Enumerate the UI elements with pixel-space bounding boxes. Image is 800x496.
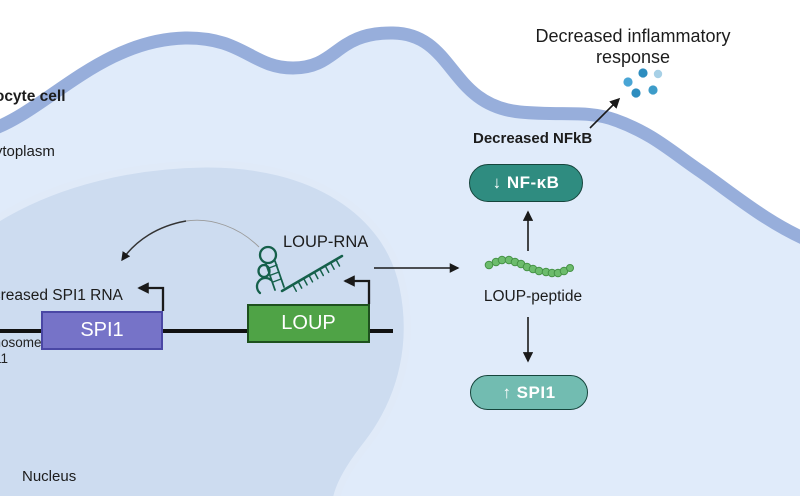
chromosome-label-line1: Chromosome: [0, 335, 42, 350]
cell-type-label: Monocyte cell: [0, 88, 66, 105]
repression-arc-faint: [185, 219, 260, 248]
cell-membrane: [0, 26, 800, 244]
loup-gene-label: LOUP: [281, 312, 336, 334]
nfkb-down-badge-label: ↓ NF-κB: [492, 173, 560, 192]
spi1-transcription-arrow: [137, 282, 165, 311]
repression-arc-arrow: [121, 220, 187, 262]
spi1-gene-label: SPI1: [80, 319, 124, 341]
decreased-nfkb-label: Decreased NFkB: [473, 130, 593, 147]
loup-rna-structure: [255, 245, 344, 295]
decreased-spi1-rna-label: Decreased SPI1 RNA: [0, 287, 123, 304]
loup-peptide-chain: [484, 255, 574, 278]
cytokine-dots: [623, 68, 663, 98]
loup-peptide-label: LOUP-peptide: [483, 288, 583, 305]
loup-rna-label: LOUP-RNA: [283, 233, 369, 251]
loup-transcription-arrow: [343, 275, 371, 304]
spi1-gene-box: SPI1: [41, 311, 163, 350]
cytoplasm-label: Cytoplasm: [0, 143, 55, 160]
outcome-label-line2: response: [595, 47, 671, 67]
secretion-arrow: [589, 97, 621, 129]
nfkb-down-badge: ↓ NF-κB: [469, 164, 583, 202]
spi1-up-badge-label: ↑ SPI1: [502, 382, 556, 402]
nucleus-label: Nucleus: [22, 468, 77, 485]
chromosome-label-line2: 11: [0, 350, 8, 366]
chromosome-label: Chromosome 11: [0, 335, 42, 367]
outcome-label: Decreased inflammatory response: [518, 26, 748, 68]
outcome-label-line1: Decreased inflammatory: [535, 26, 731, 46]
loup-gene-box: LOUP: [247, 304, 370, 343]
spi1-up-badge: ↑ SPI1: [470, 375, 588, 410]
